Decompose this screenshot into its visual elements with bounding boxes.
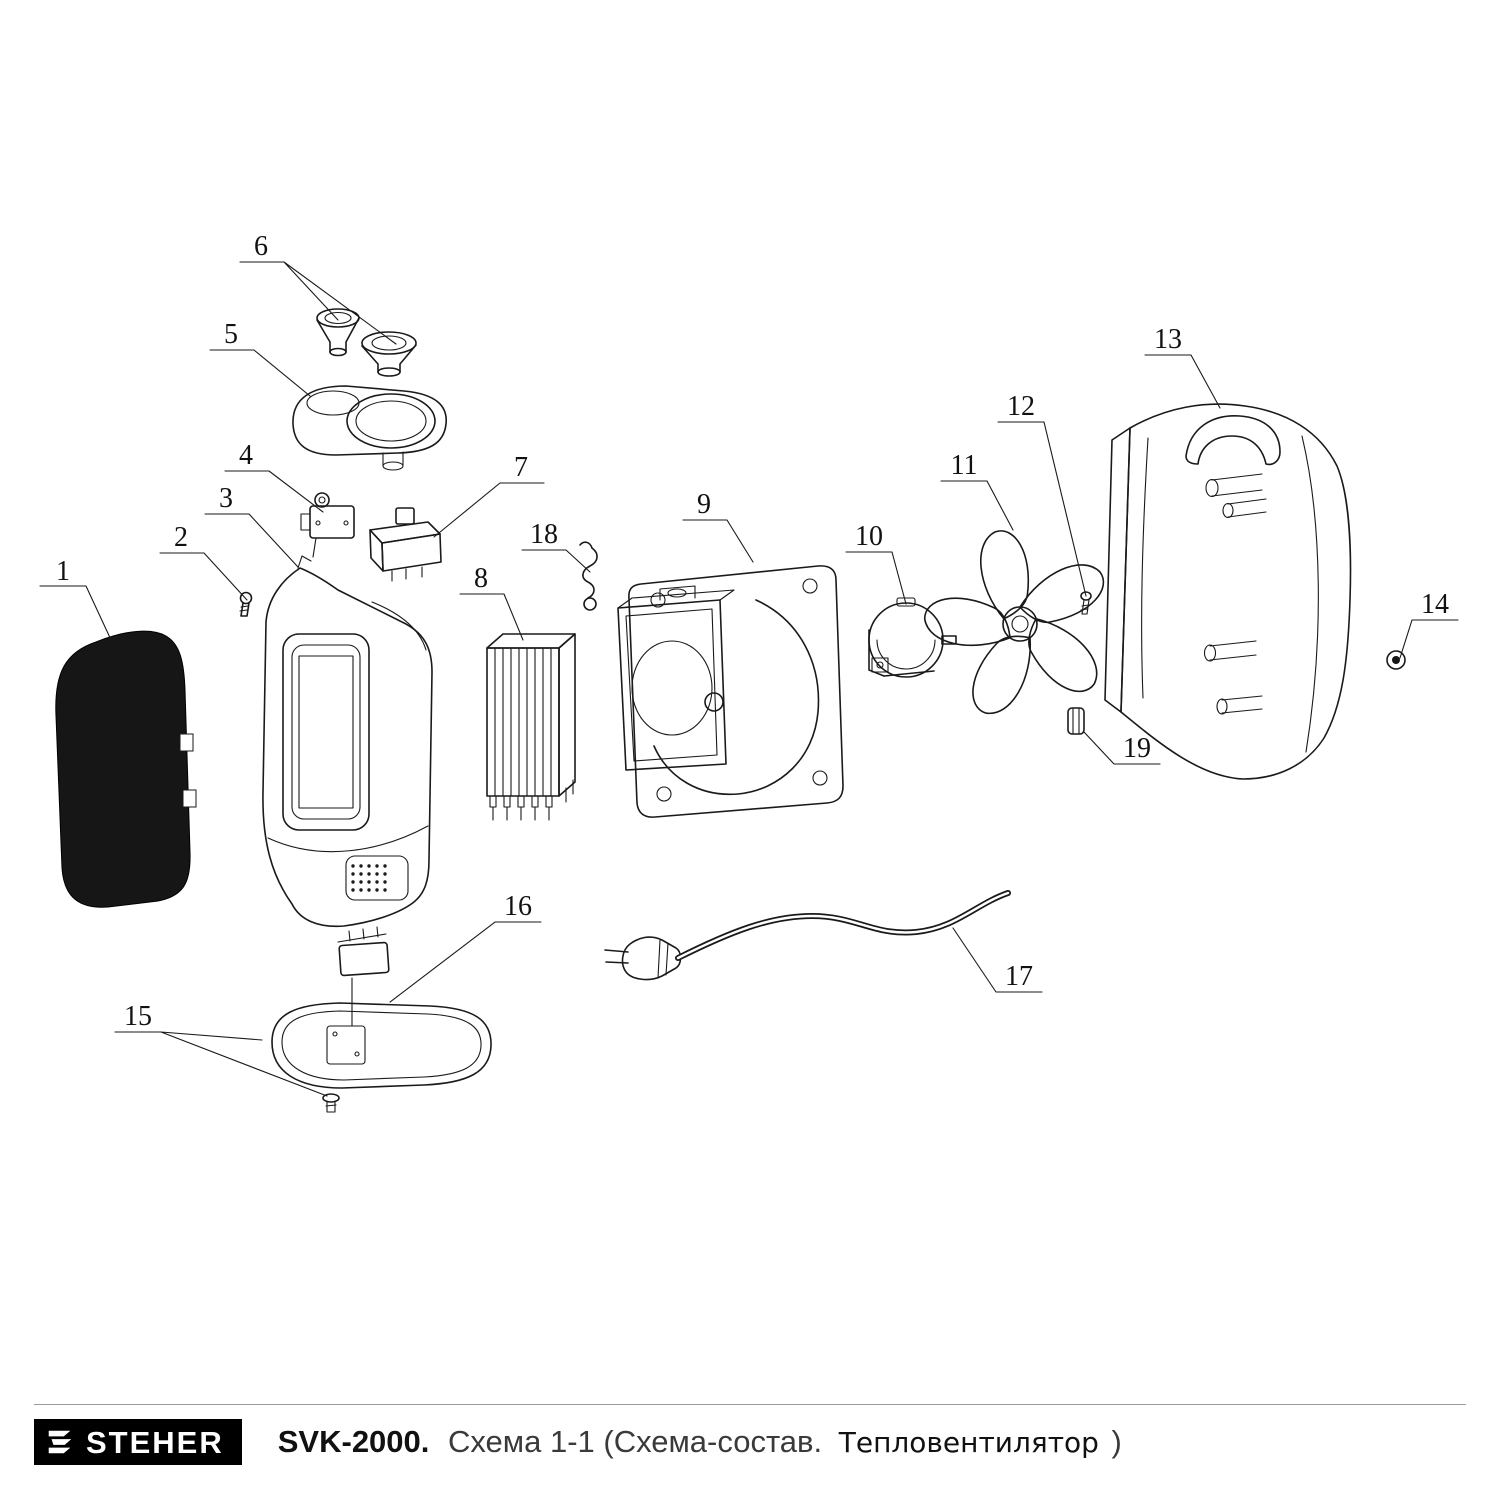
part-label-8: 8 xyxy=(474,563,488,594)
footer-scheme: Схема 1-1 (Схема-состав. xyxy=(448,1424,823,1459)
heater-pins xyxy=(489,779,574,821)
part-10-motor xyxy=(868,597,957,678)
part-label-12: 12 xyxy=(1007,391,1035,422)
part-label-4: 4 xyxy=(239,440,253,471)
part-15-base-plate xyxy=(271,977,492,1113)
part-label-7: 7 xyxy=(514,452,528,483)
footer-product: Тепловентилятор xyxy=(838,1426,1099,1459)
part-label-2: 2 xyxy=(174,522,188,553)
part-label-9: 9 xyxy=(697,489,711,520)
part-5-top-plate xyxy=(292,385,447,471)
part-label-16: 16 xyxy=(504,891,532,922)
part-label-15: 15 xyxy=(124,1001,152,1032)
part-18-wire-hook xyxy=(579,541,598,611)
part-19-clip xyxy=(1067,707,1085,735)
part-16-micro-switch xyxy=(337,926,390,977)
part-label-1: 1 xyxy=(56,556,70,587)
part-label-6: 6 xyxy=(254,231,268,262)
part-label-11: 11 xyxy=(951,450,978,481)
housing-pegs xyxy=(1203,473,1267,715)
speaker-grille-dots xyxy=(351,864,387,892)
part-label-18: 18 xyxy=(530,519,558,550)
part-6-knobs xyxy=(316,308,417,377)
steher-logo: STEHER xyxy=(34,1419,242,1465)
part-9-fan-housing xyxy=(617,565,844,818)
part-label-5: 5 xyxy=(224,319,238,350)
part-label-13: 13 xyxy=(1154,324,1182,355)
part-label-14: 14 xyxy=(1421,589,1449,620)
part-label-19: 19 xyxy=(1123,733,1151,764)
part-8-heating-element xyxy=(486,633,576,821)
part-4-thermostat xyxy=(300,492,355,558)
footer-paren: ) xyxy=(1111,1424,1122,1459)
steher-logo-icon xyxy=(44,1426,76,1458)
footer-model: SVK-2000. xyxy=(277,1424,430,1459)
part-label-10: 10 xyxy=(855,521,883,552)
part-3-front-housing xyxy=(262,555,433,928)
part-17-power-cord xyxy=(604,890,1011,981)
part-14-nut xyxy=(1386,650,1406,670)
footer-divider xyxy=(34,1404,1466,1405)
footer-title: SVK-2000. Схема 1-1 (Схема-состав. Тепло… xyxy=(278,1424,1122,1460)
callout-lines xyxy=(39,261,1459,1097)
part-13-rear-housing xyxy=(1104,403,1352,780)
part-label-17: 17 xyxy=(1005,961,1033,992)
part-1-front-grille xyxy=(55,630,197,908)
footer: STEHER SVK-2000. Схема 1-1 (Схема-состав… xyxy=(0,1404,1500,1465)
part-7-switch xyxy=(369,507,442,582)
part-2-screw xyxy=(239,591,253,617)
steher-logo-text: STEHER xyxy=(86,1424,224,1460)
part-label-3: 3 xyxy=(219,483,233,514)
part-11-fan-blade xyxy=(923,530,1105,714)
part-12-screw xyxy=(1080,591,1092,615)
